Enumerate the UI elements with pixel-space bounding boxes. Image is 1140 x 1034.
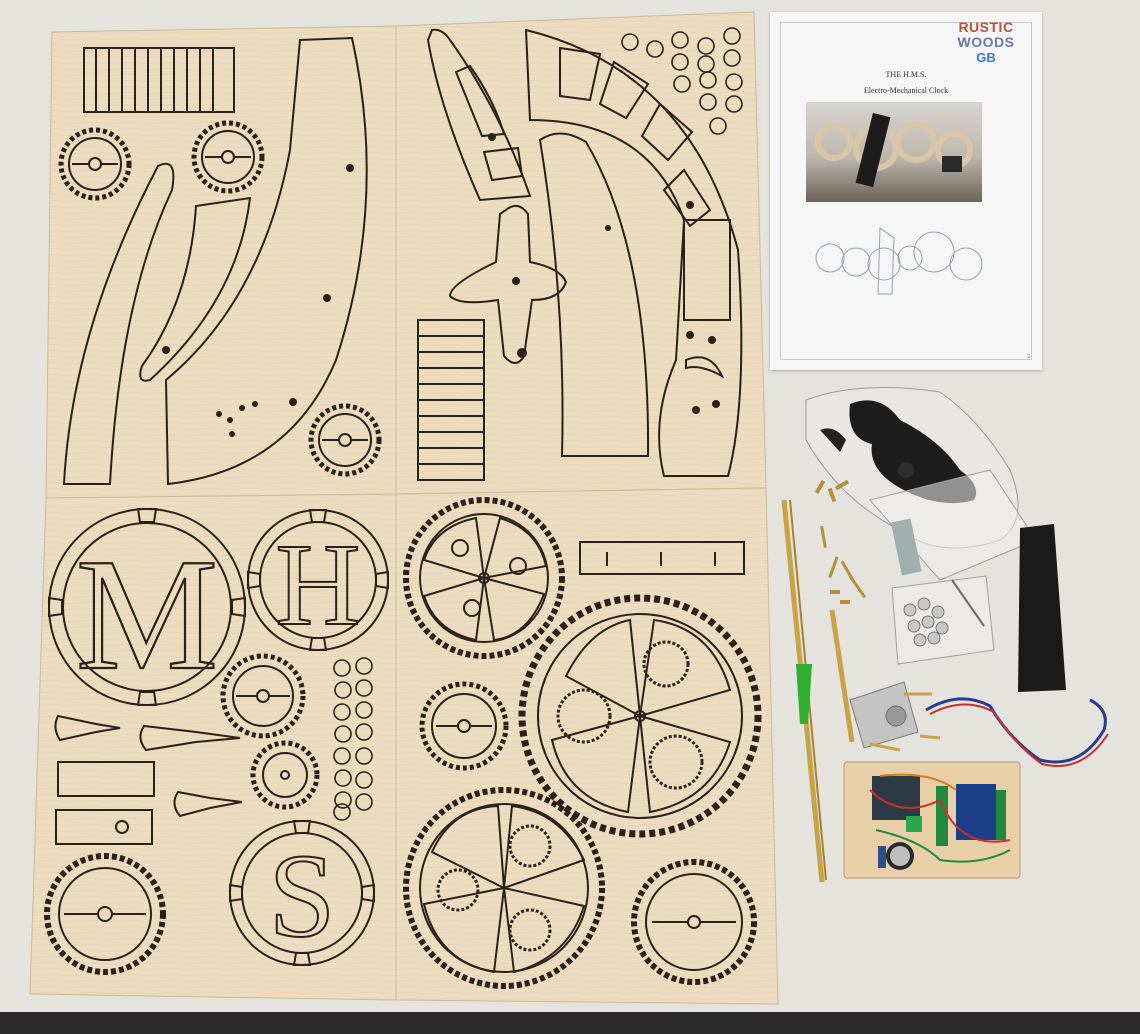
booklet-clock-photo [806, 102, 982, 202]
ring-crescent [685, 356, 725, 379]
booklet-title: THE H.M.S. [885, 70, 927, 79]
slatted-strip-top-right [417, 319, 485, 481]
motor-cable [925, 697, 1107, 764]
washer-rings-top-right [621, 27, 743, 135]
ring-window-c [640, 102, 694, 162]
small-gear-b [191, 120, 265, 194]
three-spoke-gear-top [403, 497, 565, 659]
brass-rods [781, 499, 855, 883]
curved-arm-inner [139, 196, 252, 382]
ring-window-e [683, 219, 731, 321]
clock-hand-medium [173, 790, 243, 818]
small-gear-d [220, 653, 306, 739]
control-board [843, 761, 1021, 879]
small-gear-a [58, 127, 132, 201]
small-gear-g [419, 681, 509, 771]
small-gear-e [250, 740, 320, 810]
letter-h: H [275, 519, 360, 650]
logo-line-3: GB [976, 50, 996, 65]
ring-window-d [662, 168, 712, 228]
allen-key [951, 579, 985, 627]
ring-window-b [598, 60, 650, 120]
frame-window-a [454, 64, 506, 138]
nuts-bag [891, 575, 995, 665]
spacer-block-b [55, 809, 153, 845]
clock-hand-long [139, 724, 241, 752]
arc-ring-panel [524, 28, 743, 477]
small-gear-c [308, 403, 382, 477]
small-gear-h [631, 859, 757, 985]
booklet-page-number: 2 [1027, 355, 1031, 360]
booklet-subtitle: Electro-Mechanical Clock [863, 86, 949, 95]
spacer-block-a [57, 761, 155, 797]
plywood-board-bottom-right [395, 487, 779, 1005]
large-gear-lower [403, 787, 605, 989]
slotted-bar [579, 541, 745, 575]
holes-top-left [162, 164, 354, 437]
holes-bottom-right [606, 552, 716, 566]
plywood-board-top-right [395, 11, 767, 495]
letter-s-medallion [229, 820, 375, 966]
small-gear-f [44, 853, 166, 975]
booklet-border [780, 22, 1032, 360]
rustic-woods-logo: RUSTIC WOODS GB [950, 19, 1022, 66]
logo-line-2: WOODS [957, 34, 1015, 50]
motor-cable-red [929, 703, 1109, 767]
clock-hand-small [54, 714, 121, 742]
stepper-motor [849, 681, 941, 752]
long-arc-blade [538, 132, 650, 457]
letter-m-medallion [48, 508, 246, 706]
letter-s: S [269, 829, 336, 962]
letter-m: M [76, 525, 218, 703]
plywood-board-top-left [45, 25, 397, 499]
curved-arm-left [62, 162, 175, 485]
ring-window-a [559, 46, 602, 102]
slatted-strip-top-left [83, 47, 235, 113]
green-tape [796, 664, 812, 724]
curved-frame-piece [426, 28, 532, 202]
spacer-hole [115, 820, 129, 834]
letter-h-medallion [247, 509, 389, 651]
instruction-booklet: RUSTIC WOODS GB THE H.M.S. Electro-Mecha… [770, 12, 1042, 370]
holes-top-right [488, 133, 720, 414]
brass-screws [814, 479, 867, 604]
table-edge [0, 1012, 1140, 1034]
logo-line-1: RUSTIC [958, 19, 1014, 35]
felt-strip [1018, 524, 1066, 692]
booklet-gear-diagram [815, 227, 983, 295]
large-gear-main [518, 594, 762, 838]
frame-window-b [482, 146, 524, 182]
tall-blade-panel [164, 36, 368, 486]
washer-rings-bottom-left [333, 657, 373, 821]
